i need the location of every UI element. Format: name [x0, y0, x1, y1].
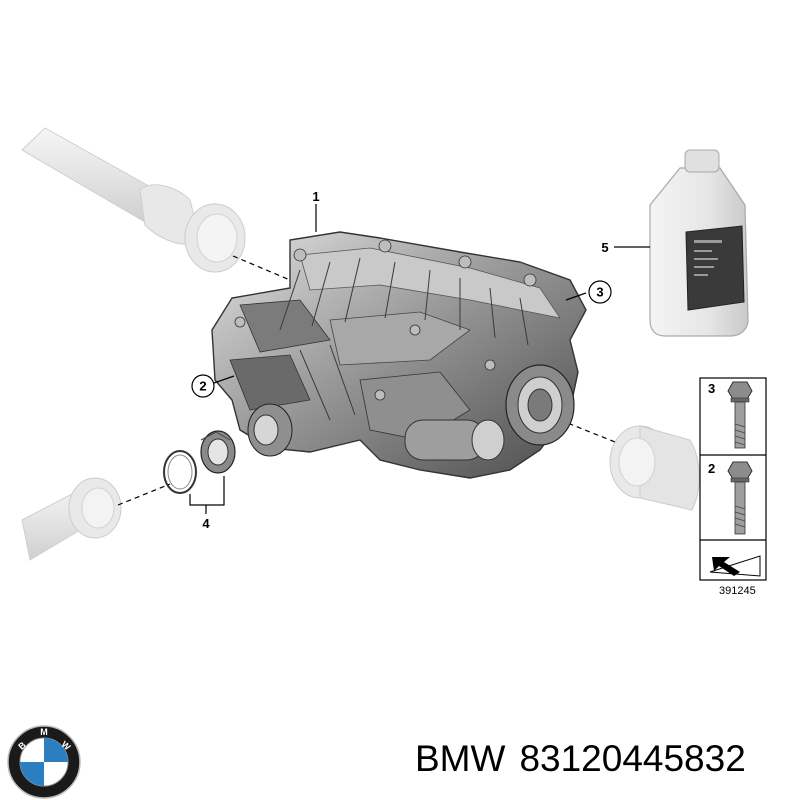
- transfer-case-housing: [211, 231, 587, 479]
- part-number: 83120445832: [519, 738, 746, 779]
- callout-4: 4: [202, 516, 210, 531]
- hardware-item-2-label: 2: [708, 461, 715, 476]
- logo-letter-b: B: [16, 739, 28, 751]
- part-caption: BMW 83120445832: [415, 738, 760, 780]
- right-output-shaft: [609, 425, 700, 511]
- callout-1: 1: [312, 189, 319, 204]
- long-bolt-icon: [727, 381, 753, 449]
- callout-2: 2: [199, 379, 206, 394]
- leader-lines: [189, 204, 650, 514]
- callout-3: 3: [596, 285, 603, 300]
- upper-left-drive-shaft: [21, 127, 246, 273]
- seal-ring: [163, 450, 197, 494]
- shaft-seal: [200, 430, 236, 474]
- bmw-logo-icon: B M W: [7, 725, 81, 799]
- replace-arrow-icon: [709, 555, 761, 577]
- lower-left-drive-shaft: [21, 477, 122, 561]
- callout-5: 5: [601, 240, 608, 255]
- brand-name: BMW: [415, 738, 506, 779]
- hardware-item-3-label: 3: [708, 381, 715, 396]
- oil-bottle: [649, 149, 749, 337]
- short-bolt-icon: [727, 461, 753, 535]
- assembly-lines: [117, 255, 616, 506]
- callout-2-marker: 2: [191, 374, 215, 398]
- logo-letter-m: M: [40, 727, 48, 737]
- diagram-id: 391245: [719, 585, 756, 597]
- callout-3-marker: 3: [588, 280, 612, 304]
- hardware-panel: 3 2: [699, 377, 767, 581]
